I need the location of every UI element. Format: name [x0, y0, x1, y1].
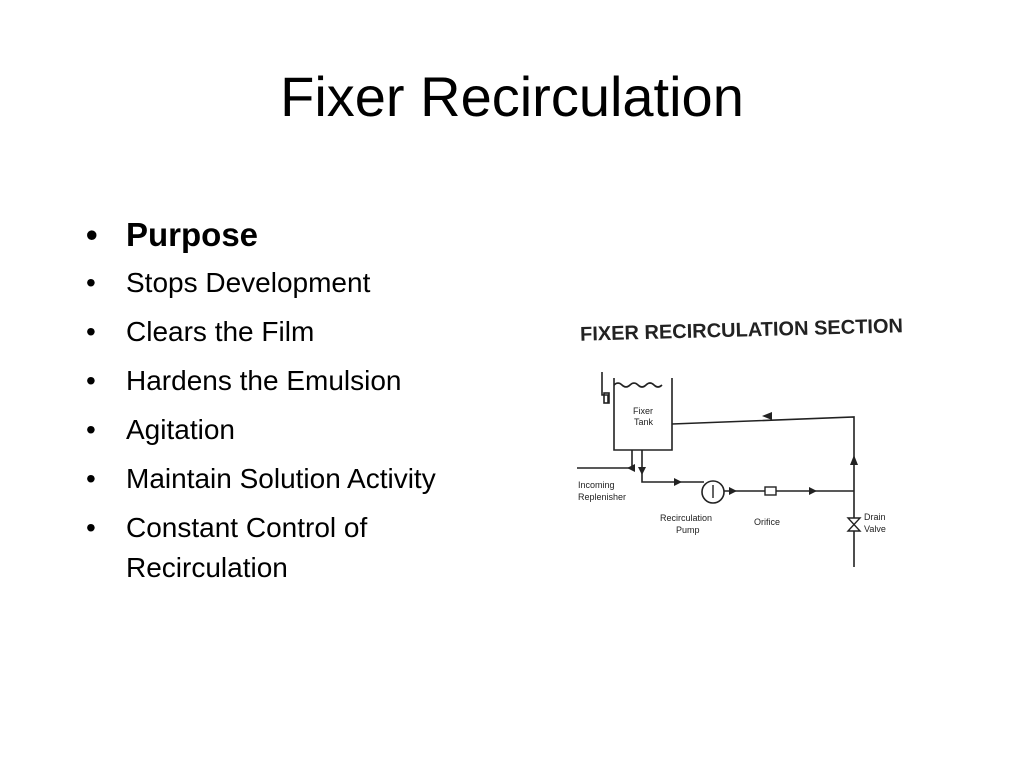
bullet-text: Agitation	[126, 414, 235, 445]
return-line	[671, 416, 855, 567]
bullet-item: • Clears the Film	[86, 312, 486, 352]
bullet-dot: •	[86, 414, 96, 445]
orifice-label: Orifice	[754, 517, 780, 527]
drain-valve-icon	[846, 517, 862, 532]
bullet-text: Stops Development	[126, 267, 371, 298]
bullet-dot: •	[86, 216, 98, 253]
bullet-dot: •	[86, 512, 96, 543]
bullet-dot: •	[86, 463, 96, 494]
bullet-text: Purpose	[126, 216, 259, 253]
replenisher-label-line2: Replenisher	[578, 492, 626, 502]
arrow-right-icon	[729, 487, 737, 495]
replenisher-label-line1: Incoming	[578, 480, 615, 490]
slide-title: Fixer Recirculation	[280, 65, 744, 128]
bullet-dot: •	[86, 365, 96, 396]
bullet-item: • Purpose	[86, 212, 486, 258]
bullet-text: Hardens the Emulsion	[126, 365, 402, 396]
drain-label-line1: Drain	[864, 512, 886, 522]
bullet-item: • Maintain Solution Activity	[86, 459, 486, 499]
bullet-item: • Constant Control of Recirculation	[86, 508, 486, 588]
arrow-up-icon	[850, 455, 858, 465]
tank-label-line1: Fixer	[633, 406, 653, 416]
bullet-text: Clears the Film	[126, 316, 315, 347]
bullet-item: • Hardens the Emulsion	[86, 361, 486, 401]
bullet-text: Constant Control of Recirculation	[126, 512, 368, 583]
diagram-heading: FIXER RECIRCULATION SECTION	[580, 315, 903, 345]
arrow-left-icon	[762, 412, 772, 420]
arrow-down-icon	[638, 467, 646, 475]
tank-overflow	[601, 372, 610, 404]
bullet-dot: •	[86, 267, 96, 298]
bullet-list: • Purpose • Stops Development • Clears the …	[86, 212, 486, 597]
tank-label-line2: Tank	[634, 417, 654, 427]
bullet-dot: •	[86, 316, 96, 347]
fixer-recirculation-diagram: FIXER RECIRCULATION SECTION Fixer Tank I…	[577, 315, 903, 567]
bullet-text: Maintain Solution Activity	[126, 463, 436, 494]
arrow-right-icon	[674, 478, 682, 486]
pump-label-line1: Recirculation	[660, 513, 712, 523]
orifice-icon	[764, 486, 777, 496]
arrow-right-icon	[809, 487, 817, 495]
bullet-item: • Stops Development	[86, 263, 486, 303]
arrow-left-icon	[627, 464, 635, 472]
fixer-tank	[613, 378, 673, 451]
pump-label-line2: Pump	[676, 525, 700, 535]
bullet-item: • Agitation	[86, 410, 486, 450]
drain-label-line2: Valve	[864, 524, 886, 534]
